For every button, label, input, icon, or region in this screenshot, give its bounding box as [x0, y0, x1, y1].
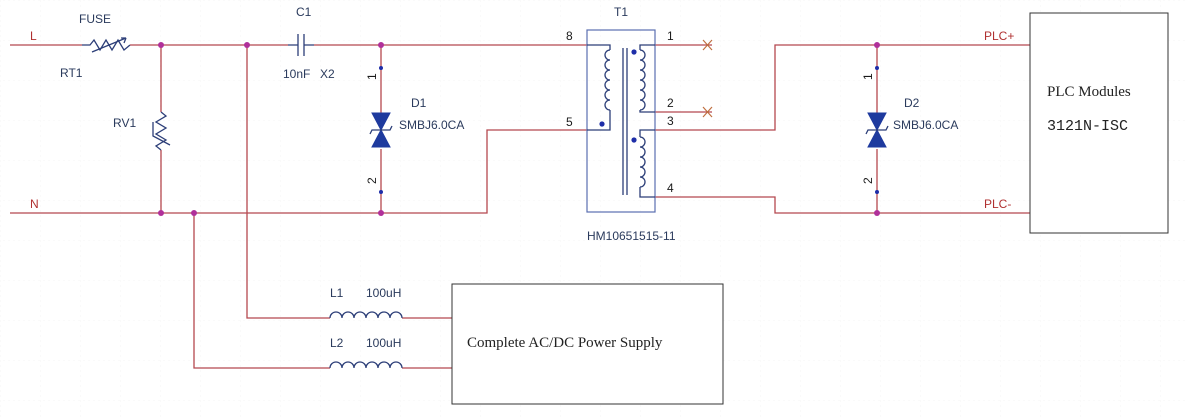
t1-pin1: 1: [667, 29, 674, 43]
l2-value: 100uH: [366, 336, 401, 350]
plc-module-title: PLC Modules: [1047, 84, 1131, 100]
rt1-label: RT1: [60, 66, 83, 80]
t1-pin2-noconnect-icon: [702, 106, 713, 118]
d2-part: SMBJ6.0CA: [893, 118, 958, 132]
d2-tvs-diode-symbol: [865, 68, 889, 192]
c1-ref: C1: [296, 5, 312, 19]
wiring: [10, 44, 1030, 369]
d2-pin1-dot: [875, 66, 879, 70]
d1-pin1: 1: [365, 73, 379, 80]
t1-pin1-noconnect-icon: [702, 39, 713, 51]
t1-pin5: 5: [566, 115, 573, 129]
net-label-plc-plus: PLC+: [984, 29, 1014, 43]
c1-value: 10nF: [283, 67, 310, 81]
c1-class: X2: [320, 67, 335, 81]
t1-pin2: 2: [667, 96, 674, 110]
l1-value: 100uH: [366, 286, 401, 300]
t1-pin4: 4: [667, 181, 674, 195]
d1-pin1-dot: [379, 66, 383, 70]
d1-pin2-dot: [379, 190, 383, 194]
t1-transformer-symbol: [586, 29, 656, 213]
rv1-label: RV1: [113, 116, 136, 130]
l2-ref: L2: [330, 336, 344, 350]
c1-capacitor-symbol: [288, 34, 314, 56]
net-label-plc-minus: PLC-: [984, 197, 1011, 211]
t1-ref: T1: [614, 5, 628, 19]
d2-ref: D2: [904, 96, 920, 110]
l2-inductor-symbol: [329, 361, 403, 369]
d1-ref: D1: [411, 96, 427, 110]
rv1-varistor-symbol: [152, 111, 171, 151]
plc-module-part: 3121N-ISC: [1047, 118, 1128, 135]
d1-part: SMBJ6.0CA: [399, 118, 464, 132]
l1-inductor-symbol: [329, 311, 403, 319]
l1-ref: L1: [330, 286, 344, 300]
d2-pin2: 2: [861, 177, 875, 184]
junctions: [158, 42, 880, 216]
t1-part: HM10651515-11: [587, 229, 676, 243]
d2-pin2-dot: [875, 190, 879, 194]
power-supply-block: [451, 283, 724, 405]
d1-pin2: 2: [365, 177, 379, 184]
net-label-l: L: [30, 29, 37, 43]
d2-pin1: 1: [861, 73, 875, 80]
net-label-n: N: [30, 197, 39, 211]
fuse-label: FUSE: [79, 12, 111, 26]
power-supply-title: Complete AC/DC Power Supply: [467, 335, 663, 351]
d1-tvs-diode-symbol: [369, 68, 393, 192]
t1-pin8: 8: [566, 29, 573, 43]
t1-pin3: 3: [667, 114, 674, 128]
fuse-rt1-symbol: [82, 37, 131, 53]
plc-module-block: [1029, 12, 1169, 234]
